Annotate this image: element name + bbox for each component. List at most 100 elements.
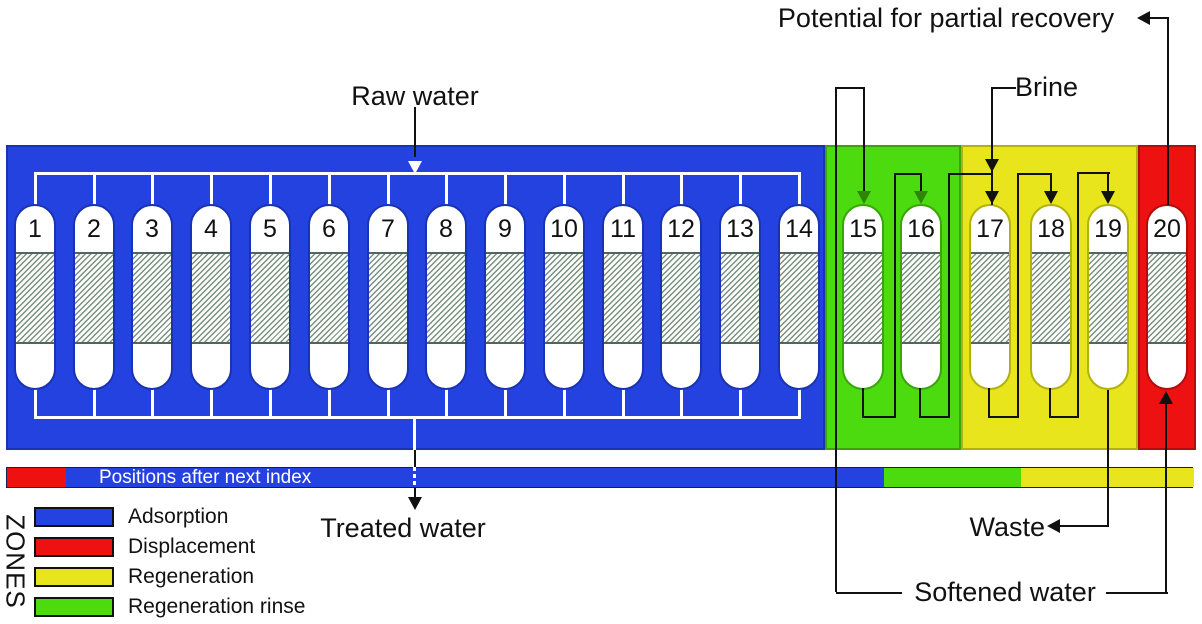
column-number-5: 5 <box>263 215 277 243</box>
pipe-softened-right-connector <box>1106 592 1168 594</box>
positions-after-next-index-bar: Positions after next index <box>6 467 1194 488</box>
pipe-pipe-17-bottom <box>988 416 1019 418</box>
column-20: 20 <box>1146 204 1188 390</box>
pipe-brine-line <box>991 87 993 205</box>
manifold-outlet-stub-col-6 <box>328 386 331 419</box>
manifold-inlet-stub-col-10 <box>563 172 566 206</box>
pipe-pipe-16-bottom <box>919 416 950 418</box>
column-number-3: 3 <box>145 215 159 243</box>
column-13: 13 <box>719 204 761 390</box>
manifold-inlet-stub-col-13 <box>739 172 742 206</box>
column-5: 5 <box>249 204 291 390</box>
pipe-pipe-17-down <box>988 388 990 418</box>
column-6: 6 <box>308 204 350 390</box>
positions-bar-label: Positions after next index <box>99 467 312 488</box>
column-number-14: 14 <box>785 215 813 243</box>
pipe-brine-tick <box>991 87 1016 89</box>
manifold-outlet-stub-col-14 <box>798 386 801 419</box>
pipe-softened-to-20-riser <box>1165 403 1167 593</box>
pipe-softened-to-15-riser <box>835 88 837 592</box>
manifold-treated-water-stub <box>413 419 416 450</box>
column-number-1: 1 <box>28 215 42 243</box>
column-17: 17 <box>969 204 1011 390</box>
column-number-20: 20 <box>1153 215 1181 243</box>
arrowhead-treated-water-arrowhead <box>408 497 422 510</box>
manifold-inlet-stub-col-2 <box>93 172 96 206</box>
arrowhead-waste-arrowhead <box>1047 519 1060 533</box>
resin-bed-col-1 <box>16 252 54 344</box>
resin-bed-col-6 <box>310 252 348 344</box>
column-number-11: 11 <box>610 215 636 243</box>
column-number-16: 16 <box>907 215 935 243</box>
manifold-inlet-stub-col-4 <box>210 172 213 206</box>
column-2: 2 <box>73 204 115 390</box>
label-waste: Waste <box>969 512 1045 542</box>
pipe-softened-to-15-leg <box>863 87 865 193</box>
label-potential-recovery: Potential for partial recovery <box>777 3 1115 33</box>
pipe-pipe-16-inlet-leg <box>920 173 922 195</box>
pipe-pipe-15-16-top <box>894 173 922 175</box>
column-number-4: 4 <box>204 215 218 243</box>
arrowhead-brine-junction-arrowhead <box>985 159 999 172</box>
bar-segment-regeneration_rinse <box>884 468 1021 487</box>
legend-label-adsorption: Adsorption <box>128 505 229 528</box>
label-softened-water: Softened water <box>914 577 1096 607</box>
resin-bed-col-17 <box>971 252 1009 344</box>
pipe-pipe-15-bottom <box>862 416 896 418</box>
manifold-outlet-stub-col-12 <box>680 386 683 419</box>
pipe-pipe-18-inlet-leg <box>1050 173 1052 195</box>
resin-bed-col-19 <box>1089 252 1127 344</box>
pipe-pipe-15-16-riser <box>894 174 896 418</box>
manifold-outlet-stub-col-9 <box>504 386 507 419</box>
column-3: 3 <box>131 204 173 390</box>
manifold-outlet-stub-col-5 <box>269 386 272 419</box>
column-15: 15 <box>842 204 884 390</box>
manifold-bottom-manifold <box>34 416 801 419</box>
pipe-pipe-16-17-top <box>948 173 993 175</box>
pipe-treated-line-upper <box>414 450 416 467</box>
pipe-raw-water-line <box>414 107 416 157</box>
arrowhead-col20-inlet-arrowhead <box>1159 391 1173 404</box>
resin-bed-col-13 <box>721 252 759 344</box>
column-number-17: 17 <box>976 215 1004 243</box>
manifold-inlet-stub-col-9 <box>504 172 507 206</box>
arrowhead-col16-inlet-arrowhead <box>914 191 928 204</box>
manifold-inlet-stub-col-7 <box>387 172 390 206</box>
pipe-pipe-15-down <box>862 388 864 418</box>
pipe-treated-line-lower <box>414 488 416 497</box>
column-number-9: 9 <box>498 215 512 243</box>
resin-bed-col-16 <box>902 252 940 344</box>
column-9: 9 <box>484 204 526 390</box>
column-8: 8 <box>425 204 467 390</box>
arrowhead-recovery-arrowhead <box>1137 11 1150 25</box>
column-19: 19 <box>1087 204 1129 390</box>
resin-bed-col-7 <box>369 252 407 344</box>
pipe-pipe-18-19-riser <box>1077 173 1079 418</box>
column-18: 18 <box>1030 204 1072 390</box>
manifold-outlet-stub-col-1 <box>34 386 37 419</box>
column-number-8: 8 <box>439 215 453 243</box>
bar-segment-adsorption <box>66 468 884 487</box>
pipe-recovery-line-v <box>1167 17 1169 205</box>
column-16: 16 <box>900 204 942 390</box>
manifold-outlet-stub-col-10 <box>563 386 566 419</box>
column-11: 11 <box>602 204 644 390</box>
manifold-outlet-stub-col-7 <box>387 386 390 419</box>
legend-swatch-displacement <box>34 537 114 557</box>
resin-bed-col-14 <box>780 252 818 344</box>
column-number-18: 18 <box>1037 215 1065 243</box>
resin-bed-col-8 <box>427 252 465 344</box>
pipe-pipe-16-down <box>919 388 921 418</box>
legend-swatch-regeneration_rinse <box>34 597 114 617</box>
pipe-pipe-18-down <box>1049 388 1051 418</box>
column-4: 4 <box>190 204 232 390</box>
label-brine: Brine <box>1015 72 1079 102</box>
resin-bed-col-9 <box>486 252 524 344</box>
bar-segment-displacement <box>7 468 66 487</box>
pipe-softened-left-connector <box>836 592 902 594</box>
column-number-19: 19 <box>1094 215 1122 243</box>
pipe-pipe-18-19-top <box>1077 172 1110 174</box>
legend-label-displacement: Displacement <box>128 535 256 558</box>
manifold-outlet-stub-col-13 <box>739 386 742 419</box>
legend-swatch-regeneration <box>34 567 114 587</box>
